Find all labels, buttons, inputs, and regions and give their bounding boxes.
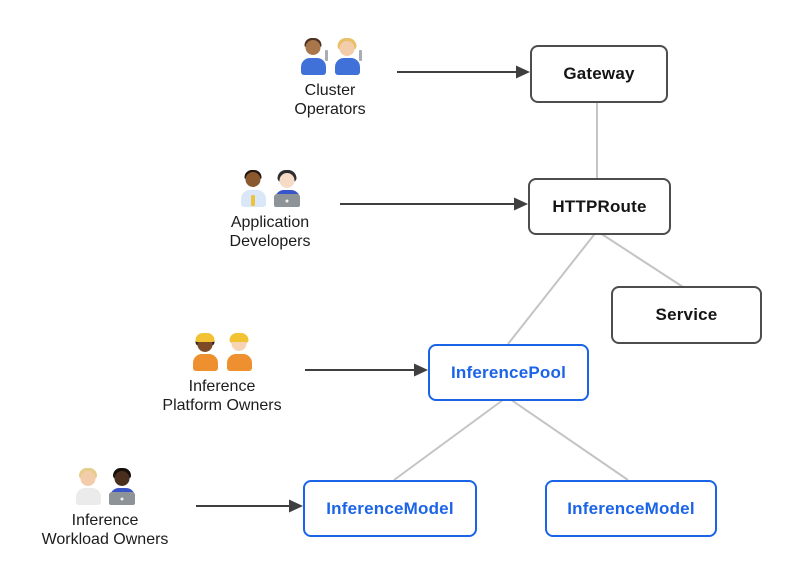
woman-construction-worker-icon: [192, 333, 219, 371]
actor-application-developers: Application Developers: [195, 168, 345, 251]
arrow-workload-owners-inferencemodel: [196, 499, 303, 513]
edge-httproute-service: [596, 230, 684, 288]
arrow-application-developers-httproute: [340, 197, 528, 211]
arrow-platform-owners-inferencepool: [305, 363, 428, 377]
actor-icons: [300, 36, 362, 75]
node-inferencemodel-2: InferenceModel: [545, 480, 717, 537]
edge-httproute-inferencepool: [507, 230, 598, 345]
arrow-cluster-operators-gateway: [397, 65, 530, 79]
actor-cluster-operators: Cluster Operators: [255, 36, 405, 119]
actor-icons: [240, 168, 301, 207]
node-service: Service: [611, 286, 762, 344]
man-mechanic-icon: [300, 38, 328, 75]
actor-inference-workload-owners: Inference Workload Owners: [25, 466, 185, 549]
node-inferencepool: InferencePool: [428, 344, 589, 401]
woman-mechanic-icon: [334, 38, 362, 75]
actor-label: Inference Workload Owners: [41, 512, 169, 548]
man-construction-worker-icon: [226, 333, 253, 371]
actor-label: Application Developers: [229, 214, 311, 250]
node-inferencemodel-1: InferenceModel: [303, 480, 477, 537]
edge-inferencepool-inferencemodel-1: [393, 396, 508, 481]
man-office-worker-icon: [240, 170, 267, 207]
woman-technologist-icon: [274, 170, 301, 207]
actor-label: Cluster Operators: [294, 82, 366, 118]
actor-label: Inference Platform Owners: [162, 378, 282, 414]
edge-inferencepool-inferencemodel-2: [506, 396, 629, 481]
man-technologist-icon: [109, 468, 136, 505]
health-worker-icon: [75, 468, 102, 505]
actor-icons: [75, 466, 136, 505]
node-gateway: Gateway: [530, 45, 668, 103]
actor-inference-platform-owners: Inference Platform Owners: [142, 332, 302, 415]
node-httproute: HTTPRoute: [528, 178, 671, 235]
actor-icons: [192, 332, 253, 371]
